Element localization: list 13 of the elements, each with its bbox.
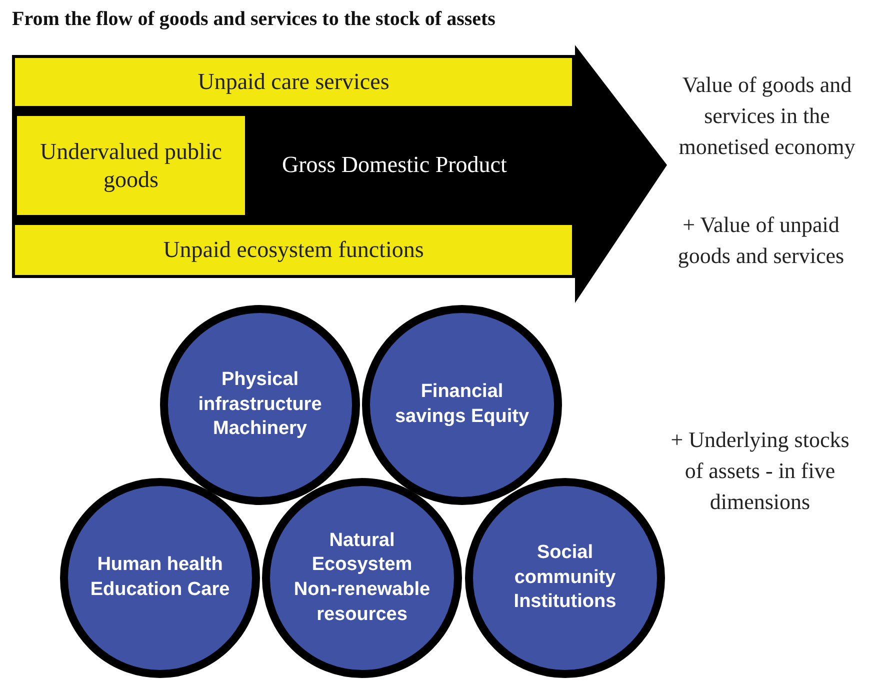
asset-circle: Natural Ecosystem Non-renewable resources <box>262 478 462 678</box>
annotation-text: + Underlying stocks of assets - in five dimensions <box>670 426 850 516</box>
category-panel: Unpaid care services <box>12 55 575 109</box>
category-panel: Undervalued public goods <box>14 113 248 218</box>
diagram-title: From the flow of goods and services to the stock of assets <box>12 8 496 31</box>
annotation-text: + Value of unpaid goods and services <box>676 211 846 270</box>
annotation-text: Value of goods and services in the monetised economy <box>678 71 856 161</box>
asset-circle: Human health Education Care <box>60 478 260 678</box>
asset-circle: Physical infrastructure Machinery <box>160 305 360 505</box>
category-panel: Unpaid ecosystem functions <box>12 222 575 278</box>
asset-circle: Social community Institutions <box>465 478 665 678</box>
node-text: Gross Domestic Product <box>282 152 507 178</box>
asset-circle: Financial savings Equity <box>362 305 562 505</box>
